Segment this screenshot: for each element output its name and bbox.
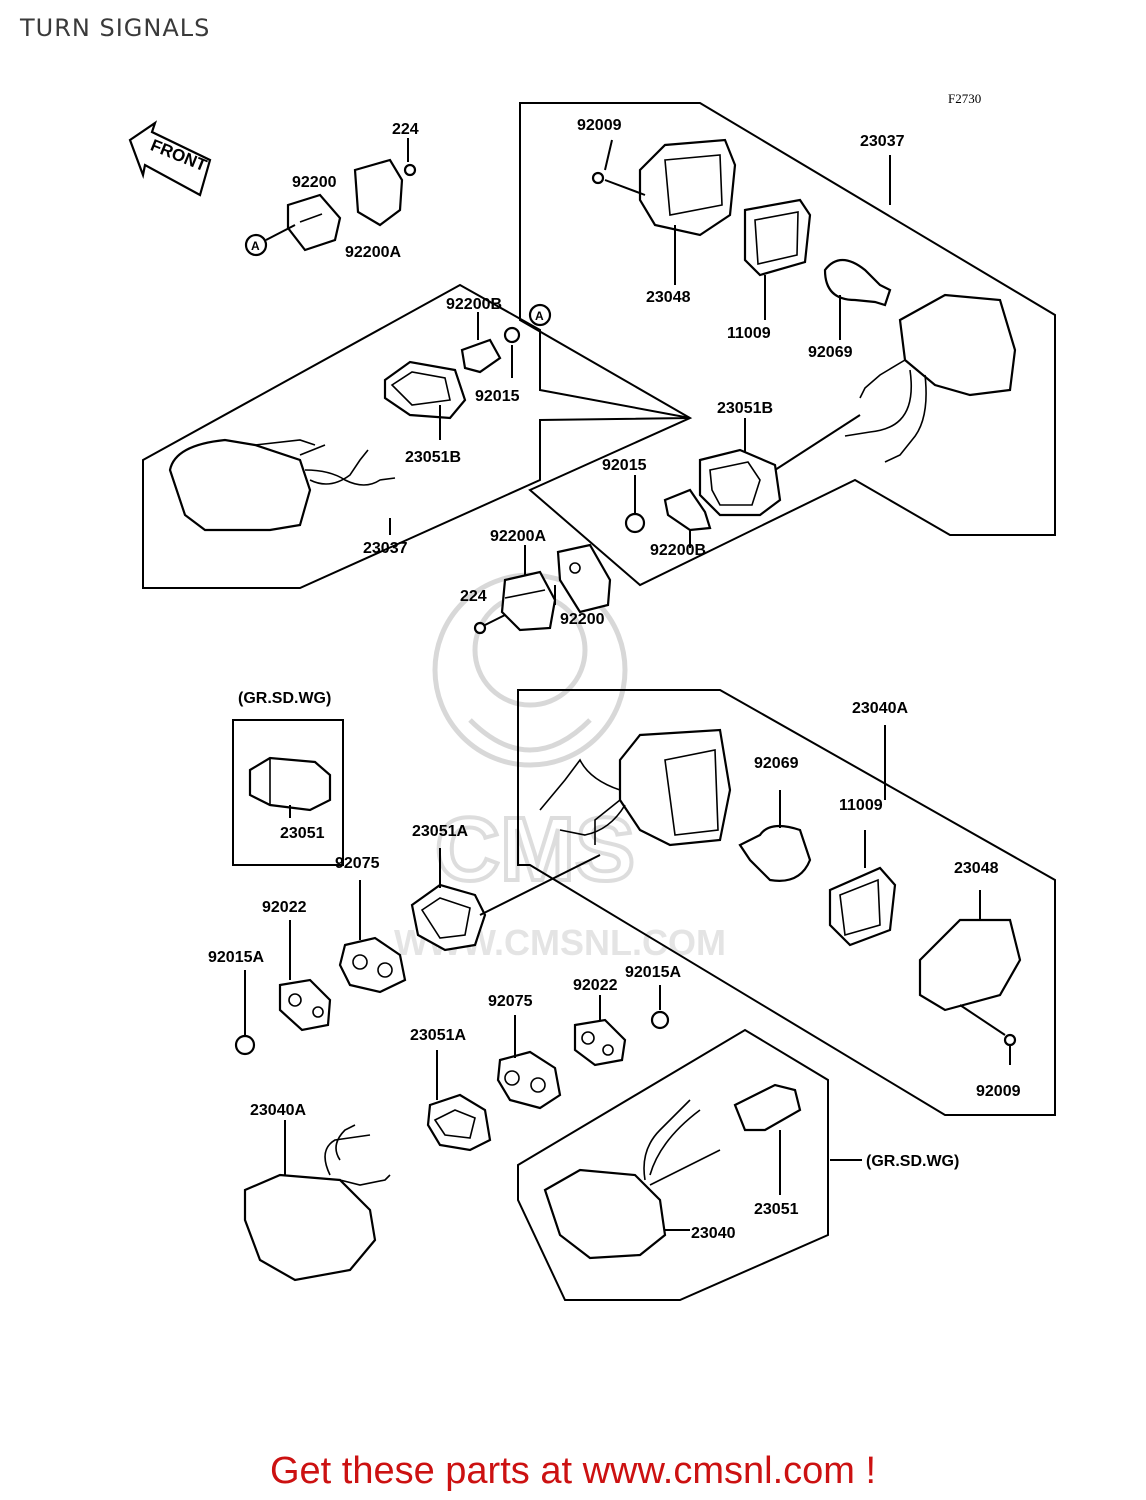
part-label-224-mid: 224 (460, 588, 487, 605)
part-label-92200A-top: 92200A (345, 244, 401, 261)
part-label-92200B-left: 92200B (446, 296, 502, 313)
callout-a-left: A (535, 309, 544, 323)
connector-box-left (232, 719, 344, 866)
callout-a-top: A (251, 239, 260, 253)
front-arrow-icon: FRONT (128, 120, 212, 197)
part-label-92009-top: 92009 (577, 117, 622, 134)
left-lamp-group-top (142, 283, 691, 589)
part-label-92075-left: 92075 (335, 855, 380, 872)
part-label-92022-mid: 92022 (573, 977, 618, 994)
part-label-224-top: 224 (392, 121, 419, 138)
part-label-92200A-mid: 92200A (490, 528, 546, 545)
part-label-23037-left: 23037 (363, 540, 408, 557)
bottom-right-lamp (517, 1028, 829, 1301)
svg-text:CMS: CMS (435, 800, 635, 900)
part-label-92015-right: 92015 (602, 457, 647, 474)
part-label-23051A-lower: 23051A (410, 1027, 466, 1044)
part-label-23040A-top: 23040A (852, 700, 908, 717)
part-label-23040: 23040 (691, 1225, 736, 1242)
part-label-23051B-left: 23051B (405, 449, 461, 466)
part-label-92200-mid: 92200 (560, 611, 605, 628)
part-label-23040A-left: 23040A (250, 1102, 306, 1119)
footer-link[interactable]: Get these parts at www.cmsnl.com ! (269, 1450, 877, 1492)
part-label-23048-top: 23048 (646, 289, 691, 306)
bottom-left-lamp (243, 1120, 391, 1282)
part-label-92015A-left: 92015A (208, 949, 264, 966)
part-label-92009-right: 92009 (976, 1083, 1021, 1100)
part-label-92022-left: 92022 (262, 899, 307, 916)
part-label-23051-left: 23051 (280, 825, 325, 842)
part-label-23048-right: 23048 (954, 860, 999, 877)
part-label-11009-top: 11009 (727, 325, 771, 342)
page-title: TURN SIGNALS (20, 14, 211, 42)
part-label-92069-top: 92069 (808, 344, 853, 361)
right-lamp-group-top (519, 102, 1056, 587)
part-label-92200B-right: 92200B (650, 542, 706, 559)
grommets-middle (234, 848, 670, 1152)
figure-code: F2730 (948, 91, 981, 106)
grsdwg-label-left: (GR.SD.WG) (238, 690, 331, 707)
part-label-92015-left: 92015 (475, 388, 520, 405)
part-label-23051B-right: 23051B (717, 400, 773, 417)
part-label-23051A-upper: 23051A (412, 823, 468, 840)
part-label-11009-right: 11009 (839, 797, 883, 814)
grsdwg-label-right: (GR.SD.WG) (866, 1153, 959, 1170)
right-lamp-group-middle (517, 689, 1056, 1116)
part-label-92015A-mid: 92015A (625, 964, 681, 981)
bracket-group-top (244, 138, 417, 257)
part-label-92069-right: 92069 (754, 755, 799, 772)
part-label-92075-mid: 92075 (488, 993, 533, 1010)
part-label-92200-top: 92200 (292, 174, 337, 191)
part-label-23051-right: 23051 (754, 1201, 799, 1218)
bracket-group-middle (473, 543, 612, 635)
part-label-23037-top: 23037 (860, 133, 905, 150)
